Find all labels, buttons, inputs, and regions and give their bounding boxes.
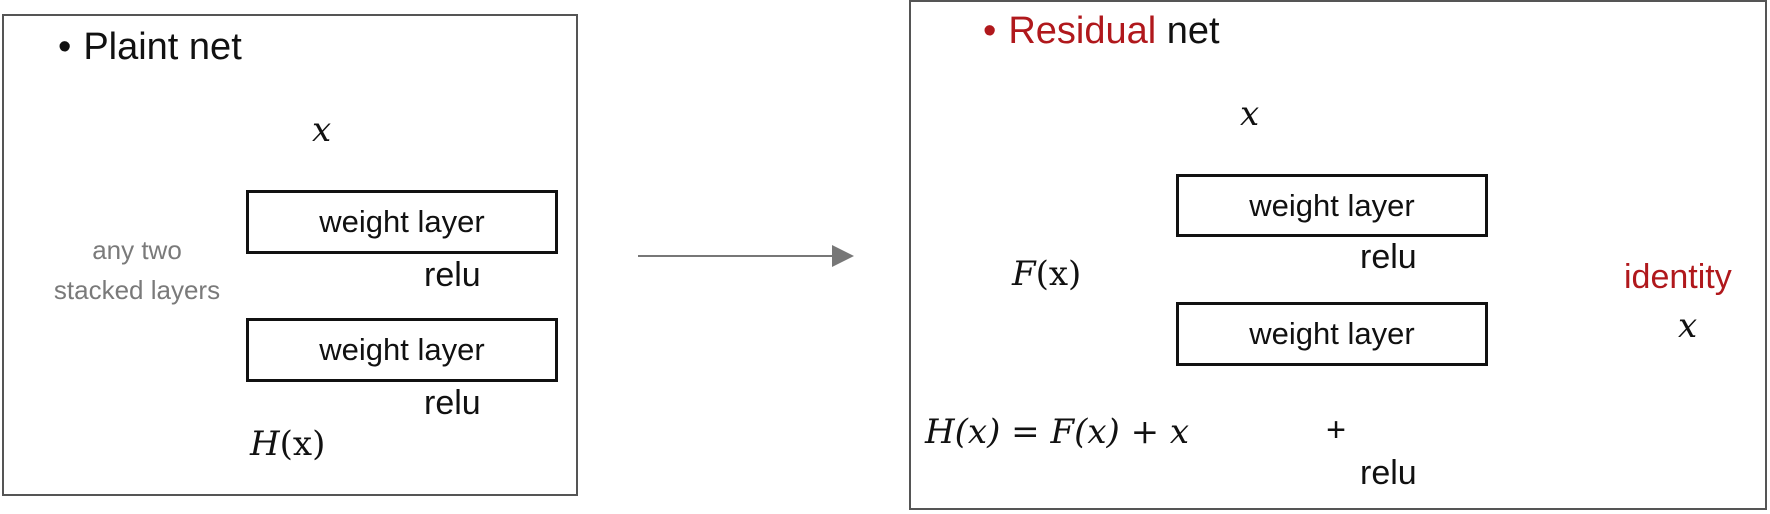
- residual-fn-arg: (x): [1035, 254, 1082, 294]
- identity-x: x: [1678, 306, 1698, 346]
- residual-title-rest: net: [1166, 10, 1220, 52]
- equation-plus: +: [1130, 412, 1160, 452]
- plain-output-fn: H: [250, 424, 280, 464]
- residual-net-panel: [909, 0, 1767, 510]
- residual-title-highlight: Residual: [1008, 10, 1157, 52]
- equation-f: F(x): [1050, 412, 1120, 452]
- residual-weight-layer-2: weight layer: [1176, 302, 1488, 366]
- plain-net-title-text: Plaint net: [83, 26, 242, 68]
- residual-fn: F: [1012, 254, 1036, 294]
- plain-net-title: • Plaint net: [58, 26, 242, 69]
- residual-function-f: F(x): [1012, 254, 1081, 294]
- bullet-icon: •: [58, 26, 72, 68]
- stacked-layers-note: any two stacked layers: [52, 230, 222, 310]
- plain-net-panel: [2, 14, 578, 496]
- bullet-icon: •: [983, 10, 997, 52]
- equation-lhs: H(x): [925, 412, 1001, 452]
- plain-input-x: x: [312, 110, 332, 150]
- residual-net-title: • Residual net: [983, 10, 1220, 53]
- plain-output-arg: (x): [279, 424, 326, 464]
- residual-input-x: x: [1240, 94, 1260, 134]
- side-note-line-1: any two: [92, 235, 182, 265]
- residual-equation: H(x) = F(x) + x: [925, 412, 1189, 452]
- residual-relu-out: relu: [1360, 454, 1417, 492]
- plain-relu-2: relu: [424, 384, 481, 422]
- residual-relu-1: relu: [1360, 238, 1417, 276]
- residual-weight-layer-1: weight layer: [1176, 174, 1488, 237]
- identity-label: identity: [1624, 258, 1732, 296]
- side-note-line-2: stacked layers: [53, 275, 221, 305]
- plain-weight-layer-2: weight layer: [246, 318, 558, 382]
- equation-x: x: [1169, 412, 1190, 452]
- plain-weight-layer-1: weight layer: [246, 190, 558, 254]
- add-symbol: +: [1326, 411, 1346, 449]
- equation-eq: =: [1011, 412, 1040, 452]
- plain-relu-1: relu: [424, 256, 481, 294]
- plain-output-h: H(x): [250, 424, 325, 464]
